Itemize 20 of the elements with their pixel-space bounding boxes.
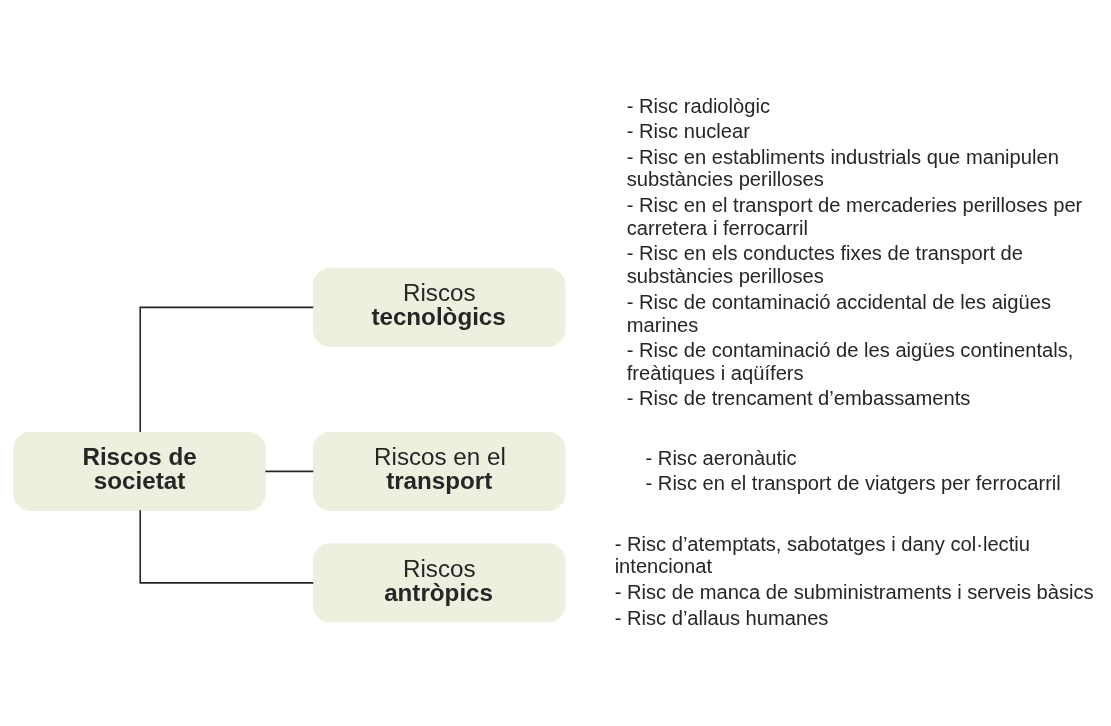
node-label: - Risc de manca de subministraments i serveis bàsics (614, 580, 1094, 603)
node-label: - Risc de trencament d’embassaments (626, 387, 971, 409)
node-label: - Risc nuclear (626, 119, 750, 142)
node-box: Riscos en el transport (312, 431, 566, 511)
node-label: - Risc en establiments industrials que manipulen substàncies perilloses (626, 145, 1059, 190)
node-label: - Risc en el transport de viatgers per ferrocarril (645, 471, 1061, 494)
connector (264, 470, 315, 472)
node-label: - Risc d’allaus humanes (614, 606, 829, 629)
node-label: - Risc radiològic (626, 94, 771, 117)
node-box: Riscos tecnològics (312, 267, 566, 347)
node-label: - Risc en el transport de mercaderies perilloses per carretera i ferrocarril (626, 193, 1083, 239)
connector (139, 306, 315, 433)
node-label: - Risc aeronàutic (645, 446, 797, 469)
node-label: - Risc en els conductes fixes de transport de substàncies perilloses (626, 241, 1024, 287)
node-box: Riscos de societat (13, 431, 266, 511)
node-box: Riscos antròpics (312, 542, 566, 623)
node-label: - Risc de contaminació accidental de les aigües marines (626, 290, 1052, 336)
node-label: - Risc d’atemptats, sabotatges i dany col·lectiu intencionat (614, 532, 1030, 577)
node-label: - Risc de contaminació de les aigües continentals, freàtiques i aqüífers (626, 338, 1074, 384)
connector (139, 509, 315, 584)
